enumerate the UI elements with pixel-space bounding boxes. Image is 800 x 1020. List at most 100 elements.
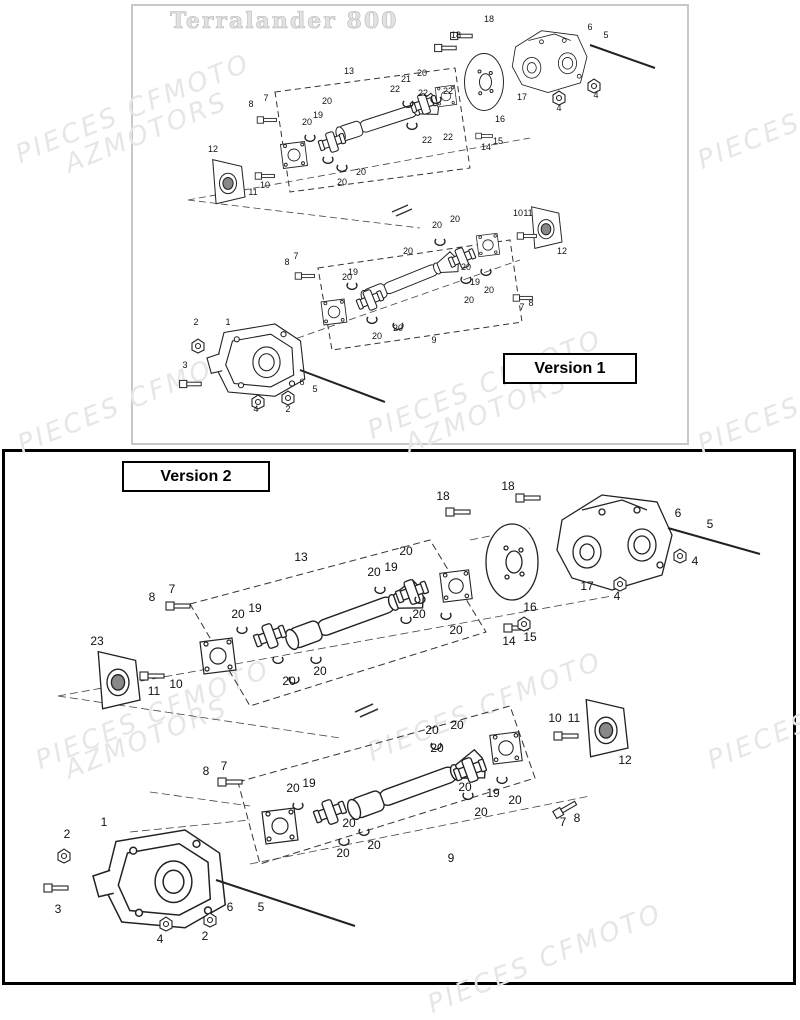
part-callout-9: 9 [431, 335, 436, 345]
part-callout-20: 20 [474, 805, 488, 819]
part-callout-7: 7 [519, 302, 524, 312]
part-callout-18: 18 [436, 489, 450, 503]
part-callout-11: 11 [568, 711, 581, 725]
part-callout-20: 20 [342, 816, 356, 830]
part-callout-20: 20 [231, 607, 245, 621]
version-1-label: Version 1 [503, 353, 637, 384]
part-callout-20: 20 [372, 331, 382, 341]
part-callout-13: 13 [344, 66, 354, 76]
part-callout-20: 20 [286, 781, 300, 795]
part-callout-4: 4 [253, 404, 258, 414]
part-callout-19: 19 [302, 776, 316, 790]
part-callout-15: 15 [523, 630, 537, 644]
part-callout-17: 17 [580, 579, 594, 593]
part-callout-19: 19 [248, 601, 262, 615]
part-callout-19: 19 [384, 560, 398, 574]
part-callout-19: 19 [313, 110, 323, 120]
part-callout-20: 20 [367, 838, 381, 852]
part-callout-20: 20 [337, 177, 347, 187]
part-callout-18: 18 [451, 30, 461, 40]
part-callout-20: 20 [464, 295, 474, 305]
part-callout-7: 7 [263, 93, 268, 103]
part-callout-8: 8 [203, 764, 210, 778]
part-callout-16: 16 [495, 114, 505, 124]
part-callout-7: 7 [221, 759, 228, 773]
part-callout-18: 18 [501, 479, 515, 493]
part-callout-20: 20 [432, 220, 442, 230]
part-callout-20: 20 [461, 262, 471, 272]
part-callout-22: 22 [390, 84, 400, 94]
part-callout-1: 1 [101, 815, 108, 829]
part-callout-19: 19 [486, 786, 500, 800]
part-callout-22: 22 [418, 88, 428, 98]
part-callout-20: 20 [342, 272, 352, 282]
part-callout-7: 7 [560, 815, 567, 829]
part-callout-20: 20 [313, 664, 327, 678]
part-callout-4: 4 [614, 589, 621, 603]
part-callout-5: 5 [312, 384, 317, 394]
diagram-title: Terralander 800 [170, 8, 399, 35]
version-2-assembly [43, 493, 761, 932]
part-callout-20: 20 [399, 544, 413, 558]
part-callout-12: 12 [557, 246, 567, 256]
part-callout-20: 20 [458, 780, 472, 794]
part-callout-3: 3 [55, 902, 62, 916]
part-callout-20: 20 [417, 68, 427, 78]
part-callout-20: 20 [393, 323, 403, 333]
part-callout-3: 3 [182, 360, 187, 370]
part-callout-20: 20 [412, 607, 426, 621]
part-callout-14: 14 [502, 634, 516, 648]
part-callout-9: 9 [448, 851, 455, 865]
part-callout-20: 20 [403, 246, 413, 256]
part-callout-2: 2 [64, 827, 71, 841]
part-callout-6: 6 [675, 506, 682, 520]
version-2-label: Version 2 [122, 461, 270, 492]
part-callout-8: 8 [284, 257, 289, 267]
part-callout-11: 11 [523, 208, 532, 218]
part-callout-15: 15 [493, 136, 503, 146]
part-callout-2: 2 [202, 929, 209, 943]
part-callout-4: 4 [692, 554, 699, 568]
part-callout-22: 22 [443, 86, 453, 96]
part-callout-4: 4 [593, 90, 598, 100]
part-callout-5: 5 [603, 30, 608, 40]
part-callout-20: 20 [508, 793, 522, 807]
part-callout-10: 10 [169, 677, 183, 691]
part-callout-12: 12 [618, 753, 632, 767]
part-callout-6: 6 [299, 377, 304, 387]
part-callout-18: 18 [484, 14, 494, 24]
part-callout-12: 12 [208, 144, 218, 154]
part-callout-14: 14 [481, 142, 491, 152]
part-callout-8: 8 [149, 590, 156, 604]
part-callout-11: 11 [148, 684, 161, 698]
part-callout-4: 4 [157, 932, 164, 946]
exploded-parts-drawing: 1818651321202022222287201917441622221415… [43, 14, 761, 946]
part-callout-2: 2 [193, 317, 198, 327]
part-callout-20: 20 [367, 565, 381, 579]
part-callout-11: 11 [248, 187, 257, 197]
part-callout-20: 20 [484, 285, 494, 295]
version-1-assembly [179, 30, 656, 410]
part-callout-22: 22 [443, 132, 453, 142]
part-callout-10: 10 [548, 711, 562, 725]
part-callout-7: 7 [169, 582, 176, 596]
part-callout-1: 1 [225, 317, 230, 327]
part-callout-19: 19 [348, 267, 358, 277]
part-callout-19: 19 [470, 277, 480, 287]
part-callout-16: 16 [523, 600, 537, 614]
part-callout-2: 2 [285, 404, 290, 414]
part-callout-20: 20 [322, 96, 332, 106]
part-callout-17: 17 [517, 92, 527, 102]
part-callout-8: 8 [574, 811, 581, 825]
part-callout-7: 7 [293, 251, 298, 261]
part-callout-10: 10 [513, 208, 523, 218]
part-callout-23: 23 [90, 634, 104, 648]
part-callout-4: 4 [556, 103, 561, 113]
part-callout-20: 20 [450, 718, 464, 732]
part-callout-13: 13 [294, 550, 308, 564]
part-callout-20: 20 [336, 846, 350, 860]
part-callout-6: 6 [227, 900, 234, 914]
part-callout-5: 5 [258, 900, 265, 914]
